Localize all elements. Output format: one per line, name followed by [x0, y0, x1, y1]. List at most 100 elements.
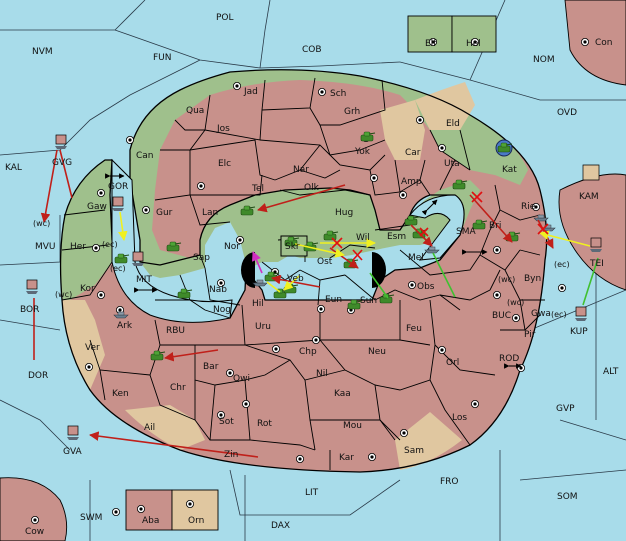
label-los: Los	[452, 413, 467, 423]
province-borders	[61, 77, 545, 470]
label-nar: Nar	[293, 165, 309, 175]
label-hel: Hel	[466, 39, 481, 49]
label-ost: Ost	[317, 257, 333, 267]
label-rie: Rie	[521, 202, 536, 212]
svg-text:(wc): (wc)	[498, 275, 515, 284]
svg-text:(wc): (wc)	[55, 290, 72, 299]
label-cob: COB	[302, 45, 322, 55]
island-hel[interactable]	[451, 15, 497, 53]
label-ark: Ark	[117, 321, 133, 331]
label-amp: Amp	[401, 177, 422, 187]
label-cow: Cow	[25, 527, 44, 537]
svg-text:(ec): (ec)	[102, 240, 118, 249]
label-mit: MIT	[136, 275, 152, 285]
red-labels: Ost Mel Bri Rie Byn Gwa Pir Veb Hil Eun …	[25, 202, 551, 537]
label-alt: ALT	[603, 367, 619, 377]
label-gvg: GVG	[52, 158, 72, 168]
label-bri: Bri	[489, 221, 501, 231]
label-elc: Elc	[218, 159, 231, 169]
continent	[60, 69, 547, 472]
label-kaa: Kaa	[334, 389, 351, 399]
label-sma: SMA	[456, 227, 476, 237]
label-car: Car	[405, 148, 421, 158]
label-pir: Pir	[524, 330, 536, 340]
label-gva: GVA	[63, 447, 83, 457]
island-orn[interactable]	[171, 489, 219, 531]
label-hil: Hil	[252, 299, 264, 309]
label-dor: DOR	[28, 371, 48, 381]
province-ver[interactable]	[62, 300, 105, 390]
label-kal: KAL	[5, 163, 22, 173]
label-fun: FUN	[153, 53, 172, 63]
label-nog: Nog	[213, 305, 231, 315]
province-car[interactable]	[380, 100, 425, 160]
label-con: Con	[595, 38, 613, 48]
label-mvu: MVU	[35, 242, 56, 252]
label-neu: Neu	[368, 347, 386, 357]
label-gaw: Gaw	[87, 202, 107, 212]
label-fro: FRO	[440, 477, 459, 487]
label-qua: Qua	[186, 106, 204, 116]
label-ver: Ver	[85, 343, 100, 353]
orders	[33, 149, 599, 458]
strait-east	[372, 252, 386, 288]
label-sam: Sam	[404, 446, 424, 456]
strait-west	[241, 252, 255, 288]
label-buc: BUC	[492, 311, 511, 321]
label-veb: Veb	[287, 274, 304, 284]
label-lan: Lan	[202, 208, 218, 218]
label-gwa: Gwa	[531, 309, 551, 319]
label-ail: Ail	[144, 423, 155, 433]
label-byn: Byn	[524, 274, 541, 284]
label-olk: Olk	[304, 183, 320, 193]
label-pol: POL	[216, 13, 234, 23]
label-som: SOM	[557, 492, 578, 502]
label-nor: Nor	[224, 242, 240, 252]
province-sam[interactable]	[395, 412, 462, 470]
label-bor: BOR	[20, 305, 39, 315]
label-esm: Esm	[387, 232, 406, 242]
label-kar: Kar	[339, 453, 354, 463]
island-aba[interactable]	[125, 489, 173, 531]
label-mou: Mou	[343, 421, 362, 431]
cut-marks	[331, 191, 549, 261]
label-kam: KAM	[579, 192, 599, 202]
label-orl: Orl	[446, 358, 459, 368]
label-ken: Ken	[112, 389, 129, 399]
label-uta: Uta	[444, 159, 460, 169]
label-sot: Sot	[219, 417, 234, 427]
neutral-labels: Car Eld Ver Ail Sam Orn Elf Hel Con	[85, 38, 613, 526]
label-sch: Sch	[330, 89, 346, 99]
adjacency-arrows	[105, 173, 522, 369]
label-mel: Mel	[408, 253, 424, 263]
label-swm: SWM	[80, 513, 102, 523]
svg-text:(wc): (wc)	[33, 219, 50, 228]
label-eld: Eld	[446, 119, 460, 129]
label-chr: Chr	[170, 383, 186, 393]
label-tei: TEI	[589, 259, 604, 269]
label-her: Her	[70, 242, 86, 252]
province-ail[interactable]	[125, 405, 205, 450]
svg-text:(wc): (wc)	[507, 298, 524, 307]
green-labels: Jad Sch Qua Jos Grh Can Elc Nar Yok Tel …	[70, 87, 517, 294]
label-feu: Feu	[406, 324, 422, 334]
label-gvp: GVP	[556, 404, 575, 414]
label-grh: Grh	[344, 107, 360, 117]
label-kup: KUP	[570, 327, 588, 337]
province-eld[interactable]	[415, 82, 475, 130]
label-qwi: Qwi	[233, 374, 250, 384]
label-nom: NOM	[533, 55, 555, 65]
svg-text:(ec): (ec)	[551, 310, 567, 319]
label-nab: Nab	[209, 285, 227, 295]
svg-text:(ec): (ec)	[554, 260, 570, 269]
label-jad: Jad	[243, 87, 258, 97]
label-skr: Skr	[285, 242, 300, 252]
label-elf: Elf	[425, 39, 437, 49]
island-cow[interactable]	[0, 477, 68, 541]
label-wil: Wil	[356, 233, 370, 243]
label-bar: Bar	[203, 362, 219, 372]
label-hug: Hug	[335, 208, 353, 218]
label-dax: DAX	[271, 521, 290, 531]
